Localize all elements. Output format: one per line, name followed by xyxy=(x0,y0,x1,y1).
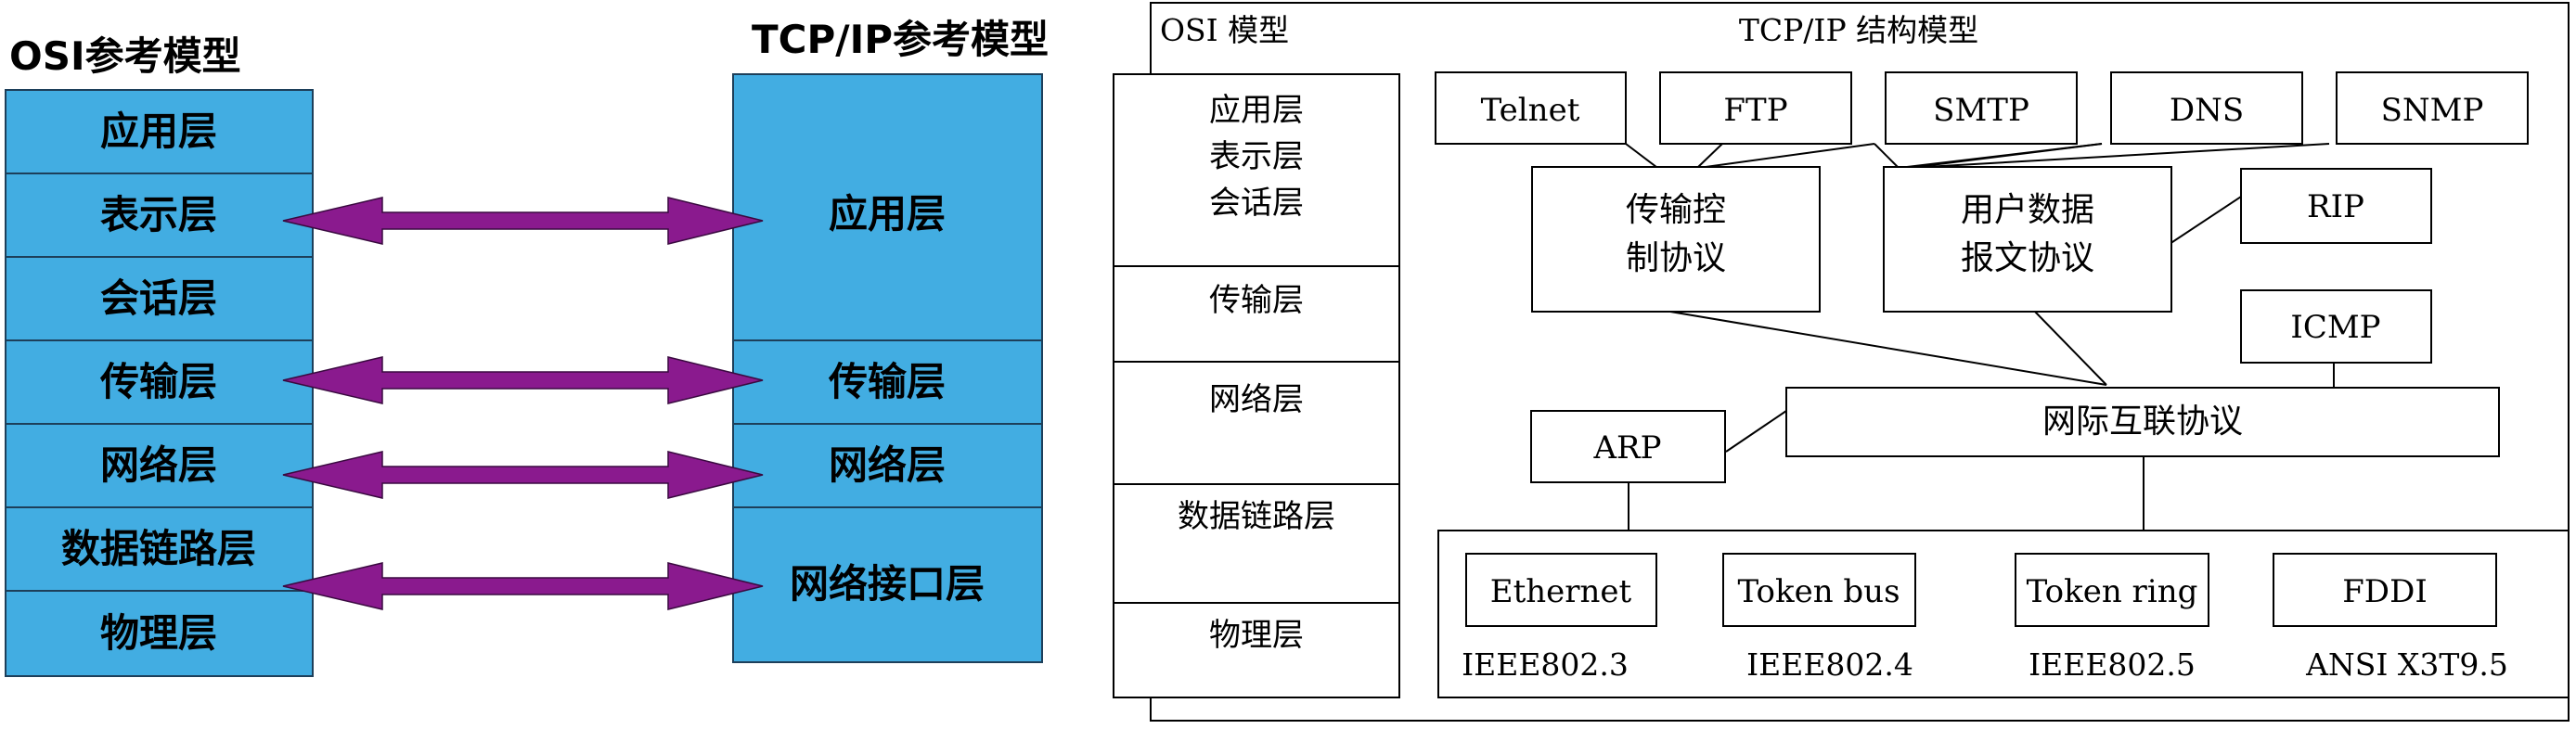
standard-label: IEEE802.5 xyxy=(2029,646,2196,683)
protocol-label: SMTP xyxy=(1933,92,2029,129)
link-box-token-ring xyxy=(2015,553,2209,627)
icmp-box xyxy=(2240,289,2432,364)
osi-layer-label: 数据链路层 xyxy=(61,526,256,571)
osi-layer-network-label: 网络层 xyxy=(1209,381,1304,418)
osi-layer-session xyxy=(5,256,314,341)
rip-box xyxy=(2240,168,2432,244)
link-label: Token bus xyxy=(1737,573,1900,610)
arp-box xyxy=(1530,410,1726,483)
osi-layer-stack xyxy=(5,89,314,677)
link-label: Token ring xyxy=(2027,573,2198,610)
mapping-arrow-transport xyxy=(282,356,764,404)
protocol-box-dns xyxy=(2110,71,2303,145)
udp-box xyxy=(1883,166,2172,313)
protocol-label: DNS xyxy=(2170,92,2244,129)
standard-label: IEEE802.4 xyxy=(1746,646,1913,683)
tcpip-layer-application xyxy=(732,73,1043,341)
protocol-label: Telnet xyxy=(1481,92,1580,129)
osi-layer-label: 会话层 xyxy=(100,275,217,321)
link-label: Ethernet xyxy=(1490,573,1632,610)
osi-layer-label: 应用层 xyxy=(100,109,217,154)
osi-model-label: OSI 模型 xyxy=(1160,12,1289,48)
protocol-label: SNMP xyxy=(2381,92,2484,129)
tcpip-layer-internet xyxy=(732,423,1043,508)
structure-title: TCP/IP 结构模型 xyxy=(1739,12,1978,48)
tcpip-layer-label: 传输层 xyxy=(828,359,946,404)
osi-layer-transport-label: 传输层 xyxy=(1209,282,1304,319)
tcp-label-line2: 制协议 xyxy=(1626,239,1726,277)
tcpip-layer-stack xyxy=(732,73,1043,663)
tcpip-layer-label: 应用层 xyxy=(829,191,946,237)
tcpip-model-title: TCP/IP参考模型 xyxy=(752,17,1049,62)
protocol-box-smtp xyxy=(1885,71,2078,145)
mapping-arrow-network-interface xyxy=(282,562,764,610)
icmp-label: ICMP xyxy=(2290,309,2380,346)
connector-lines xyxy=(1625,143,2335,531)
osi-layer-datalink xyxy=(5,506,314,592)
protocol-box-snmp xyxy=(2336,71,2529,145)
ip-label: 网际互联协议 xyxy=(2042,403,2243,441)
udp-label-line1: 用户数据 xyxy=(1961,191,2094,229)
osi-layer-session-label: 会话层 xyxy=(1209,185,1304,222)
link-technologies xyxy=(1465,553,2497,627)
link-box-ethernet xyxy=(1465,553,1657,627)
osi-layer-application xyxy=(5,89,314,174)
osi-column-frame xyxy=(1113,73,1400,698)
osi-layer-label: 网络层 xyxy=(100,442,217,488)
protocol-label: FTP xyxy=(1723,92,1787,129)
ip-box xyxy=(1785,387,2500,457)
udp-label-line2: 报文协议 xyxy=(1961,239,2094,277)
tcp-label-line1: 传输控 xyxy=(1626,191,1726,229)
osi-layer-datalink-label: 数据链路层 xyxy=(1178,498,1335,535)
application-protocols xyxy=(1435,71,2529,145)
osi-layer-physical-label: 物理层 xyxy=(1209,617,1304,654)
tcp-box xyxy=(1531,166,1821,313)
link-box-fddi xyxy=(2273,553,2497,627)
osi-layer-label: 表示层 xyxy=(100,192,217,237)
osi-layer-presentation-label: 表示层 xyxy=(1209,138,1304,175)
osi-layer-transport xyxy=(5,339,314,425)
protocol-box-ftp xyxy=(1659,71,1852,145)
link-label: FDDI xyxy=(2342,573,2428,610)
osi-layer-application-label: 应用层 xyxy=(1209,92,1304,129)
link-box-token-bus xyxy=(1722,553,1916,627)
osi-layer-physical xyxy=(5,590,314,677)
tcpip-layer-label: 网络层 xyxy=(829,442,946,488)
arp-label: ARP xyxy=(1592,429,1661,467)
tcpip-layer-network-interface xyxy=(732,506,1043,663)
standard-label: ANSI X3T9.5 xyxy=(2305,646,2508,683)
osi-column xyxy=(1113,73,1400,698)
standard-label: IEEE802.3 xyxy=(1462,646,1629,683)
mapping-arrow-application xyxy=(282,197,764,245)
rip-label: RIP xyxy=(2307,188,2364,225)
osi-layer-label: 物理层 xyxy=(100,610,217,656)
osi-layer-label: 传输层 xyxy=(99,359,217,404)
tcpip-layer-label: 网络接口层 xyxy=(790,561,985,607)
osi-model-title: OSI参考模型 xyxy=(9,33,241,79)
osi-layer-presentation xyxy=(5,173,314,258)
mapping-arrow-network xyxy=(282,451,764,499)
protocol-box-telnet xyxy=(1435,71,1627,145)
